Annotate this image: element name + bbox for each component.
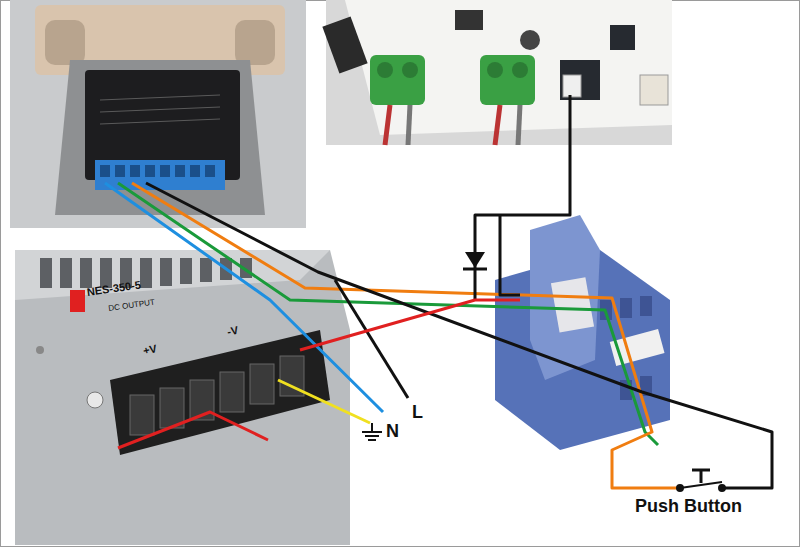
- diode-symbol: [463, 252, 487, 269]
- wires: [105, 95, 772, 488]
- terminal-label: -V: [226, 324, 239, 338]
- wire-label: N: [386, 422, 399, 442]
- controller-board-photo: [322, 0, 672, 145]
- ground-symbol: [362, 423, 382, 440]
- component-label: Push Button: [635, 497, 742, 517]
- relay-base-illustration: [495, 215, 670, 450]
- wire-label: L: [412, 403, 423, 423]
- power-supply-illustration: [15, 250, 350, 545]
- relay-module-photo: [10, 0, 306, 228]
- push-button-symbol: [678, 470, 725, 491]
